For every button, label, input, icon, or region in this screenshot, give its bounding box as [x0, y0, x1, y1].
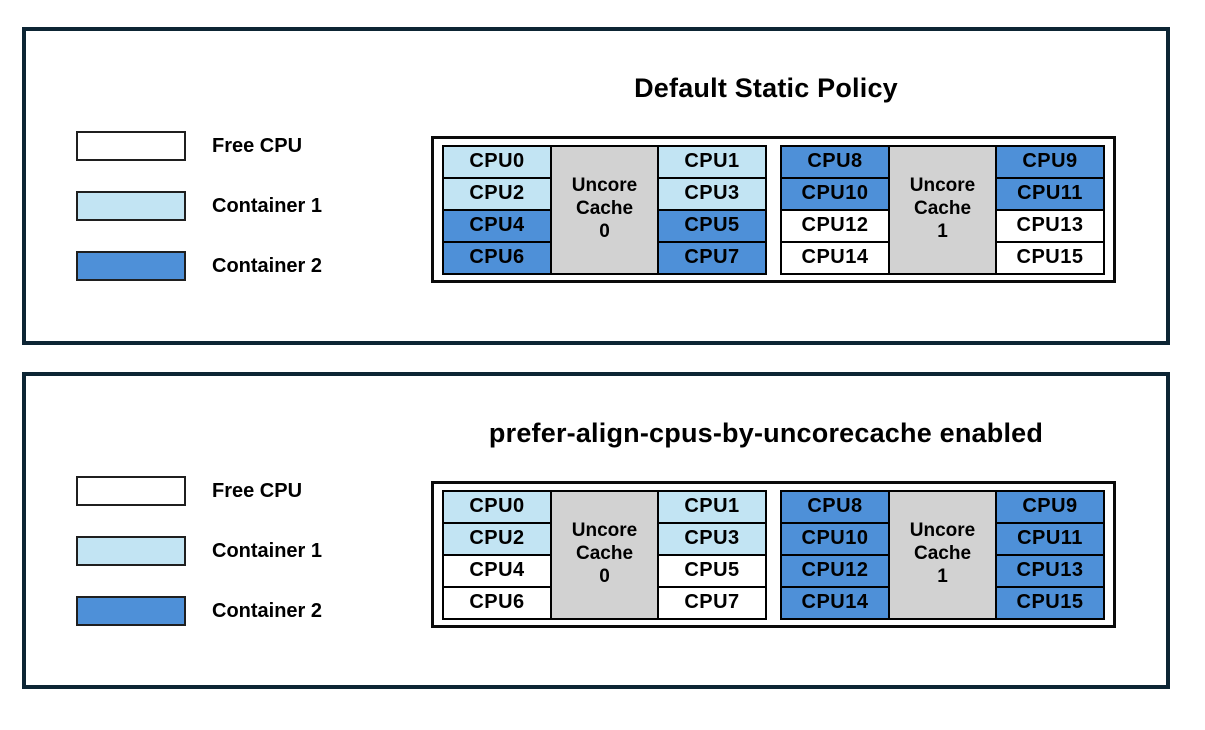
cpu-row: CPU2 CPU3 — [442, 176, 767, 211]
cpu-row: CPU0 Uncore Cache 0 CPU1 — [442, 489, 767, 620]
legend-swatch-free — [76, 476, 186, 506]
cache-label-line: Cache — [913, 198, 972, 220]
cache-label-line: 1 — [937, 220, 948, 242]
cpu-cell: CPU13 — [995, 208, 1105, 243]
cpu-cell: CPU13 — [995, 553, 1105, 588]
legend-item-container-1: Container 1 — [76, 191, 322, 221]
cpu-cell: CPU2 — [442, 521, 552, 556]
legend-swatch-container-2 — [76, 251, 186, 281]
cpu-cell: CPU0 — [442, 489, 552, 524]
cpu-cell: CPU3 — [657, 176, 767, 211]
cpu-cell: CPU4 — [442, 208, 552, 243]
cpu-cell: CPU12 — [780, 208, 890, 243]
cpu-diagram: CPU0 Uncore Cache 0 CPU1 CPU2 CPU3 CPU4 … — [431, 136, 1116, 283]
cpu-row: CPU6 CPU7 — [442, 240, 767, 275]
cache-label-line: 0 — [599, 565, 610, 587]
cpu-row: CPU4 CPU5 — [442, 208, 767, 243]
cpu-cell: CPU15 — [995, 585, 1105, 620]
cpu-cell: CPU5 — [657, 208, 767, 243]
uncore-cache-1-label: Uncore Cache 1 — [888, 489, 997, 620]
legend: Free CPU Container 1 Container 2 — [76, 476, 322, 656]
cpu-cell: CPU2 — [442, 176, 552, 211]
cpu-cell: CPU6 — [442, 585, 552, 620]
cpu-cell: CPU1 — [657, 489, 767, 524]
uncore-cache-0-label: Uncore Cache 0 — [550, 144, 659, 275]
cpu-cell: CPU10 — [780, 521, 890, 556]
legend-swatch-free — [76, 131, 186, 161]
cpu-row: CPU8 Uncore Cache 1 CPU9 — [780, 144, 1105, 275]
cpu-cell: CPU7 — [657, 240, 767, 275]
panel-title: prefer-align-cpus-by-uncorecache enabled — [488, 418, 1044, 448]
cpu-row: CPU12 CPU13 — [780, 553, 1105, 588]
panel-title: Default Static Policy — [634, 73, 898, 103]
cpu-cell: CPU14 — [780, 585, 890, 620]
panel-default-static-policy: Default Static Policy Free CPU Container… — [22, 27, 1170, 345]
cpu-cell: CPU9 — [995, 144, 1105, 179]
cpu-row: CPU8 Uncore Cache 1 CPU9 — [780, 489, 1105, 620]
legend: Free CPU Container 1 Container 2 — [76, 131, 322, 311]
cpu-row: CPU12 CPU13 — [780, 208, 1105, 243]
cache-label-line: 1 — [937, 565, 948, 587]
legend-swatch-container-2 — [76, 596, 186, 626]
cpu-cell: CPU5 — [657, 553, 767, 588]
cpu-row: CPU4 CPU5 — [442, 553, 767, 588]
cpu-cell: CPU0 — [442, 144, 552, 179]
cpu-cell: CPU14 — [780, 240, 890, 275]
cpu-cell: CPU10 — [780, 176, 890, 211]
cache-label-line: Uncore — [571, 175, 638, 197]
cpu-row: CPU10 CPU11 — [780, 521, 1105, 556]
cpu-row: CPU0 Uncore Cache 0 CPU1 — [442, 144, 767, 275]
cache-label-line: Cache — [913, 543, 972, 565]
cpu-cell: CPU7 — [657, 585, 767, 620]
cpu-diagram: CPU0 Uncore Cache 0 CPU1 CPU2 CPU3 CPU4 … — [431, 481, 1116, 628]
legend-item-container-2: Container 2 — [76, 596, 322, 626]
uncore-cache-1-group: CPU8 Uncore Cache 1 CPU9 CPU10 CPU11 CPU… — [780, 489, 1105, 620]
legend-item-free-cpu: Free CPU — [76, 476, 322, 506]
uncore-cache-1-label: Uncore Cache 1 — [888, 144, 997, 275]
cpu-cell: CPU12 — [780, 553, 890, 588]
cpu-cell: CPU11 — [995, 176, 1105, 211]
cache-label-line: Uncore — [909, 520, 976, 542]
legend-item-free-cpu: Free CPU — [76, 131, 322, 161]
cpu-cell: CPU6 — [442, 240, 552, 275]
cpu-cell: CPU11 — [995, 521, 1105, 556]
legend-label: Free CPU — [212, 134, 303, 157]
legend-item-container-2: Container 2 — [76, 251, 322, 281]
legend-label: Container 1 — [212, 539, 323, 562]
panel-prefer-align-cpus-by-uncorecache: prefer-align-cpus-by-uncorecache enabled… — [22, 372, 1170, 689]
cpu-cell: CPU4 — [442, 553, 552, 588]
cpu-row: CPU10 CPU11 — [780, 176, 1105, 211]
uncore-cache-0-group: CPU0 Uncore Cache 0 CPU1 CPU2 CPU3 CPU4 … — [442, 144, 767, 275]
uncore-cache-0-label: Uncore Cache 0 — [550, 489, 659, 620]
cache-label-line: Cache — [575, 543, 634, 565]
legend-label: Container 2 — [212, 599, 323, 622]
legend-label: Container 2 — [212, 254, 323, 277]
cpu-cell: CPU15 — [995, 240, 1105, 275]
cpu-cell: CPU1 — [657, 144, 767, 179]
cpu-cell: CPU3 — [657, 521, 767, 556]
cpu-row: CPU14 CPU15 — [780, 585, 1105, 620]
legend-swatch-container-1 — [76, 191, 186, 221]
cache-label-line: Uncore — [571, 520, 638, 542]
cpu-row: CPU2 CPU3 — [442, 521, 767, 556]
cpu-row: CPU14 CPU15 — [780, 240, 1105, 275]
cpu-cell: CPU8 — [780, 489, 890, 524]
cpu-cell: CPU9 — [995, 489, 1105, 524]
uncore-cache-0-group: CPU0 Uncore Cache 0 CPU1 CPU2 CPU3 CPU4 … — [442, 489, 767, 620]
cpu-cell: CPU8 — [780, 144, 890, 179]
legend-swatch-container-1 — [76, 536, 186, 566]
legend-label: Free CPU — [212, 479, 303, 502]
cache-label-line: 0 — [599, 220, 610, 242]
cache-label-line: Uncore — [909, 175, 976, 197]
legend-item-container-1: Container 1 — [76, 536, 322, 566]
cpu-row: CPU6 CPU7 — [442, 585, 767, 620]
legend-label: Container 1 — [212, 194, 323, 217]
cache-label-line: Cache — [575, 198, 634, 220]
uncore-cache-1-group: CPU8 Uncore Cache 1 CPU9 CPU10 CPU11 CPU… — [780, 144, 1105, 275]
